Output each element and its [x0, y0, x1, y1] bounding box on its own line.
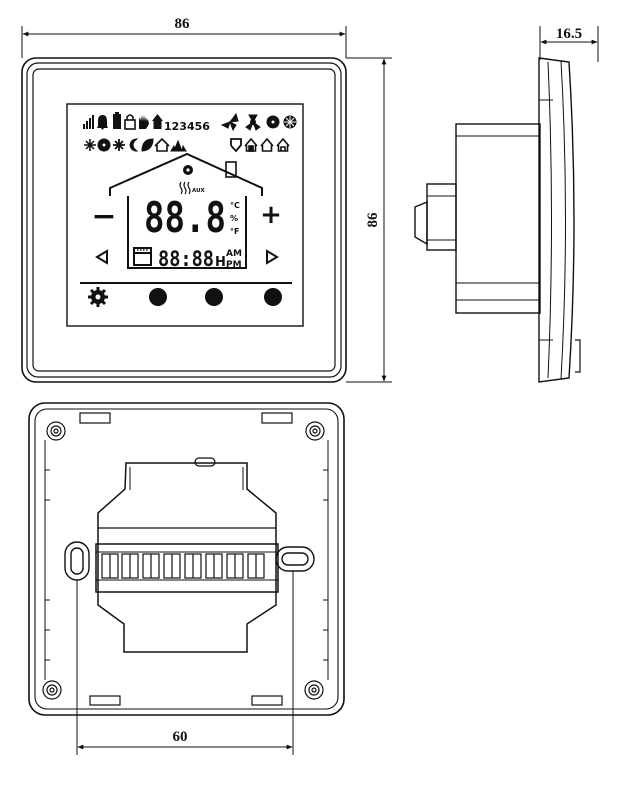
front-outer-frame [21, 57, 347, 383]
back-bottom-clip-left [89, 695, 121, 706]
lcd-mode-icons-row2 [84, 137, 290, 153]
program-digits: 123456 [164, 120, 210, 133]
home-mode-2-icon [260, 137, 274, 152]
lcd-status-icons-row1 [83, 112, 163, 130]
fan-auto-icon [283, 115, 297, 129]
side-view [414, 26, 599, 383]
spacing-dimension [76, 571, 294, 755]
hand-icon [139, 115, 149, 129]
back-module-housing [97, 462, 277, 653]
terminal-slots [121, 553, 265, 579]
back-view [28, 402, 345, 716]
right-arrow-icon [266, 249, 279, 265]
side-front-plate [538, 57, 575, 383]
snow-icon [84, 139, 96, 151]
fan-mid-icon [245, 114, 261, 131]
shield-icon [230, 138, 242, 153]
bell-icon [97, 115, 108, 130]
height-dimension-label: 86 [365, 212, 381, 228]
clock-reading: 88:88 [158, 247, 214, 271]
main-reading: 88.8 [144, 193, 226, 242]
display-window [66, 103, 304, 327]
floor-heat-icon [183, 165, 193, 175]
depth-dimension-label: 16.5 [556, 26, 582, 42]
battery-icon [113, 112, 121, 129]
home-icon [152, 114, 163, 129]
back-top-clip-left [79, 412, 111, 424]
house-roof-outline [109, 152, 263, 196]
terminal-screws [101, 553, 119, 579]
back-bottom-clip-right [251, 695, 283, 706]
holiday-icon [170, 139, 187, 152]
front-inner-frame [32, 68, 336, 372]
home-mode-1-icon [244, 137, 258, 152]
away-home-icon [154, 137, 170, 152]
front-view [21, 26, 392, 383]
back-rib-rim [44, 440, 329, 680]
screw-top-left-icon [46, 421, 66, 441]
sun-icon [113, 139, 125, 151]
unit-fahrenheit: °F [230, 227, 239, 236]
fan-low-icon [220, 112, 239, 132]
width-dimension-label: 86 [175, 16, 191, 32]
mount-slot-right-icon [275, 546, 315, 572]
house-walls [127, 196, 247, 269]
hour-suffix: H [215, 255, 226, 270]
touch-button-2[interactable] [149, 288, 167, 306]
lock-icon [124, 114, 136, 130]
signal-bars-icon [83, 115, 94, 129]
calendar-icon [133, 247, 152, 266]
terminal-strip [95, 543, 279, 593]
spacing-dimension-label: 60 [173, 729, 188, 745]
screw-bottom-right-icon [304, 680, 324, 700]
lcd-fan-icons [220, 112, 297, 132]
power-gear-icon[interactable] [88, 287, 108, 307]
touch-button-4[interactable] [264, 288, 282, 306]
unit-celsius: °C [230, 201, 240, 210]
back-top-latch [194, 457, 216, 467]
heating-waves-icon [179, 181, 191, 195]
screw-bottom-left-icon [42, 680, 62, 700]
back-top-clip-right [261, 412, 293, 424]
pm-label: PM [226, 260, 242, 270]
unit-percent: % [230, 214, 238, 223]
back-outer-frame [28, 402, 345, 716]
aux-label: AUX [192, 188, 206, 194]
plus-symbol: + [260, 200, 282, 230]
touch-button-3[interactable] [205, 288, 223, 306]
mount-slot-left-icon [64, 541, 90, 581]
am-label: AM [226, 249, 242, 259]
side-terminal-tab [414, 200, 428, 246]
fan-high-icon [266, 115, 280, 129]
heat-gear-icon [97, 138, 111, 152]
home-mode-3-icon [276, 137, 290, 152]
house-chimney [225, 161, 237, 178]
screw-top-right-icon [305, 421, 325, 441]
leaf-icon [141, 138, 154, 152]
minus-symbol: − [91, 199, 116, 234]
moon-icon [129, 138, 139, 152]
left-arrow-icon [95, 249, 108, 265]
side-body [455, 123, 541, 314]
